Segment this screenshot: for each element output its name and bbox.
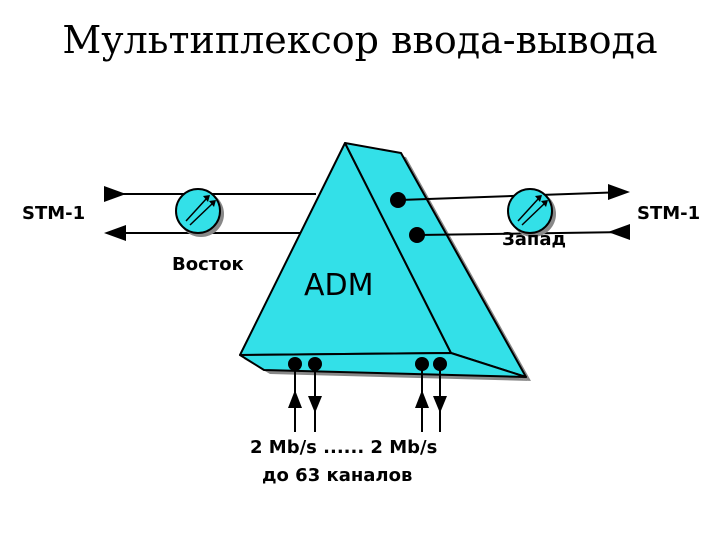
arrow-head-left-top bbox=[104, 186, 126, 202]
arrow-head-right-bottom bbox=[608, 224, 630, 240]
stm1-left-label: STM-1 bbox=[22, 203, 86, 224]
tributary-arrow-down-left bbox=[308, 396, 322, 413]
stm1-right-label: STM-1 bbox=[637, 203, 701, 224]
channel-count-label: до 63 каналов bbox=[262, 465, 413, 486]
tributary-dots bbox=[288, 357, 447, 371]
adm-port-dot-top bbox=[390, 192, 406, 208]
diagram-title: Мультиплексор ввода-вывода bbox=[62, 18, 658, 62]
east-port-icon bbox=[175, 188, 224, 237]
adm-port-dot-bottom bbox=[409, 227, 425, 243]
tributary-arrow-down-right bbox=[433, 396, 447, 413]
adm-label: ADM bbox=[304, 268, 374, 303]
adm-block bbox=[239, 142, 527, 378]
tributary-arrow-up-left bbox=[288, 390, 302, 408]
arrow-head-left-bottom bbox=[104, 225, 126, 241]
arrow-head-right-top bbox=[608, 184, 630, 200]
tributary-arrow-up-right bbox=[415, 390, 429, 408]
tributary-rate-label: 2 Mb/s ...... 2 Mb/s bbox=[250, 437, 438, 458]
east-label: Восток bbox=[172, 254, 244, 275]
west-port-icon bbox=[507, 188, 556, 237]
west-label: Запад bbox=[502, 229, 567, 250]
